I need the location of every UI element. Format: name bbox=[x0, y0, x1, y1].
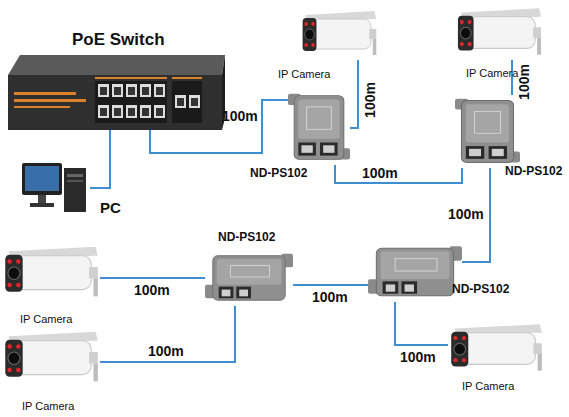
splitter-node: ND-PS102 bbox=[455, 95, 520, 168]
splitter-illustration bbox=[205, 254, 293, 300]
distance-label: 100m bbox=[222, 108, 258, 124]
camera-node: IP Camera bbox=[2, 325, 100, 387]
node-label: ND-PS102 bbox=[250, 167, 307, 180]
node-label: IP Camera bbox=[462, 380, 514, 392]
distance-label: 100m bbox=[516, 64, 532, 100]
distance-label: 100m bbox=[400, 349, 436, 365]
cable-line bbox=[395, 302, 448, 345]
camera-illustration bbox=[303, 11, 377, 55]
pc-node: PC bbox=[20, 160, 90, 217]
distance-label: 100m bbox=[148, 343, 184, 359]
node-label: IP Camera bbox=[278, 68, 330, 80]
node-label: IP Camera bbox=[22, 400, 74, 412]
distance-label: 100m bbox=[448, 206, 484, 222]
node-label: IP Camera bbox=[20, 313, 72, 325]
splitter-illustration bbox=[368, 246, 462, 296]
cable-line bbox=[100, 277, 205, 279]
cable-line bbox=[100, 306, 235, 362]
distance-label: 100m bbox=[312, 289, 348, 305]
camera-illustration bbox=[5, 332, 98, 382]
node-label: ND-PS102 bbox=[452, 283, 509, 296]
node-label: ND-PS102 bbox=[218, 231, 275, 244]
distance-label: 100m bbox=[362, 82, 378, 118]
splitter-node: ND-PS102 bbox=[368, 240, 462, 302]
camera-node: IP Camera bbox=[448, 318, 544, 376]
node-label: PoE Switch bbox=[72, 31, 165, 50]
node-label: PC bbox=[100, 200, 121, 217]
camera-node: IP Camera bbox=[2, 240, 100, 302]
splitter-node: ND-PS102 bbox=[288, 90, 350, 165]
camera-illustration bbox=[5, 247, 98, 297]
splitter-illustration bbox=[455, 99, 520, 163]
camera-node: IP Camera bbox=[300, 5, 378, 60]
node-label: ND-PS102 bbox=[505, 165, 562, 178]
cable-line bbox=[90, 130, 110, 188]
distance-label: 100m bbox=[134, 282, 170, 298]
camera-illustration bbox=[458, 8, 541, 54]
camera-illustration bbox=[451, 324, 542, 370]
camera-node: IP Camera bbox=[455, 2, 543, 60]
switch-illustration bbox=[8, 55, 225, 130]
splitter-illustration bbox=[288, 94, 350, 160]
cable-line bbox=[335, 165, 462, 183]
switch-box: PoE Switch bbox=[8, 55, 225, 130]
node-label: IP Camera bbox=[466, 67, 518, 79]
distance-label: 100m bbox=[362, 165, 398, 181]
cable-line bbox=[293, 284, 368, 286]
cable-line bbox=[150, 100, 288, 153]
pc-illustration bbox=[22, 163, 86, 212]
splitter-node: ND-PS102 bbox=[205, 248, 293, 306]
cable-line bbox=[350, 60, 358, 128]
